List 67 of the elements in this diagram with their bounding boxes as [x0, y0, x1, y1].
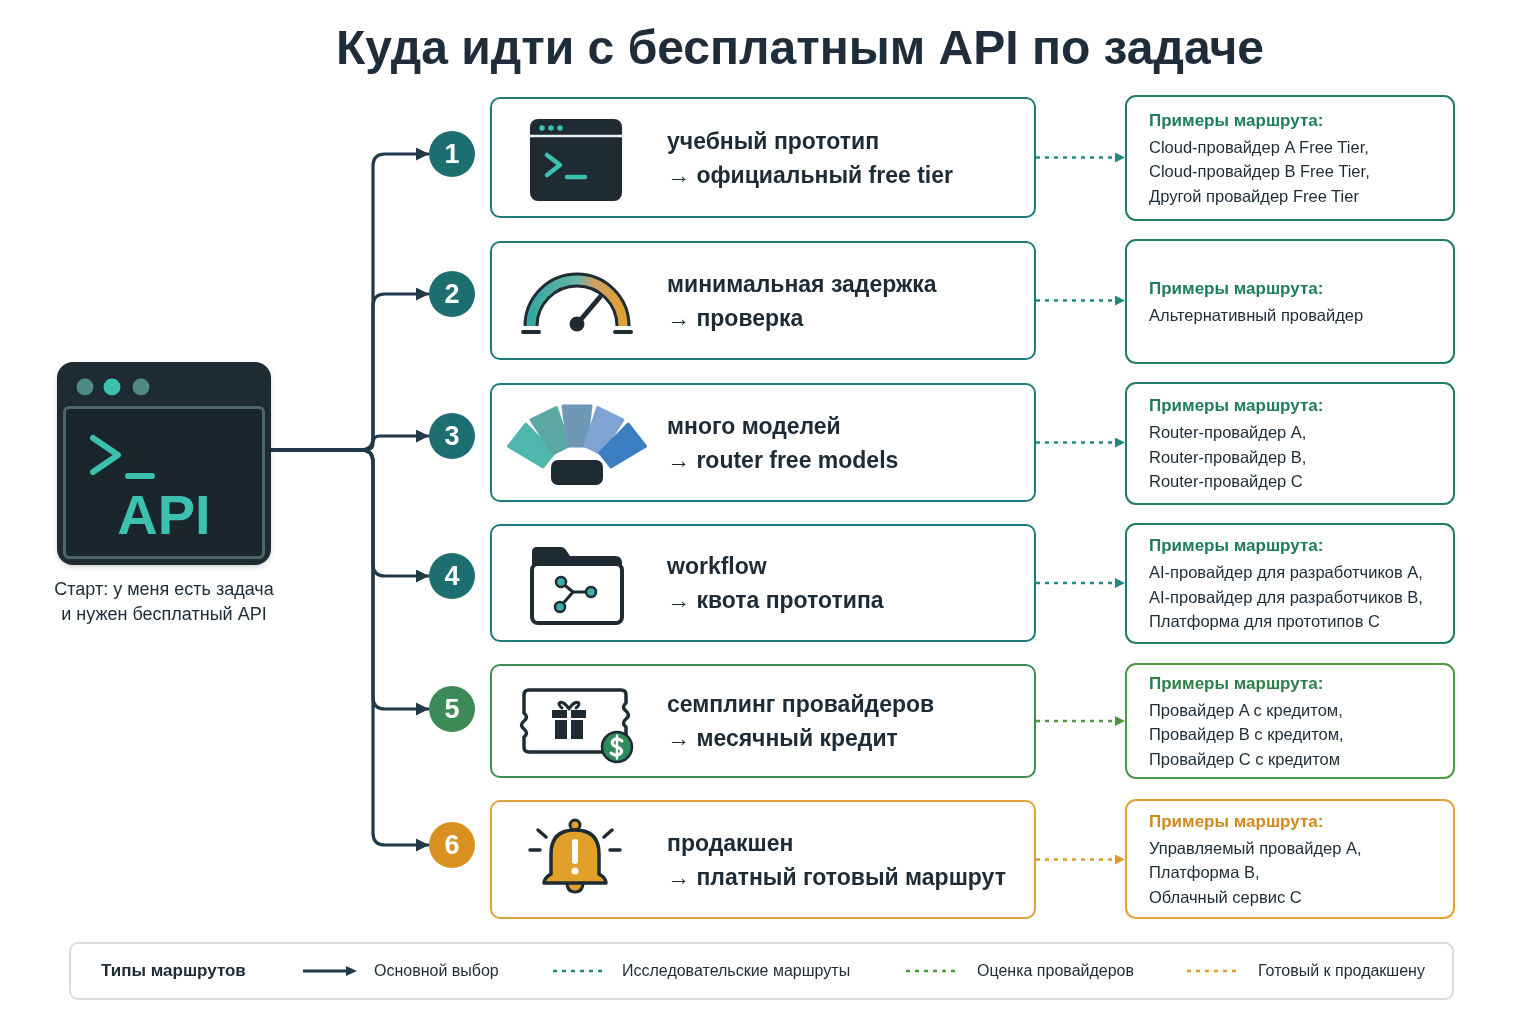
route-card — [490, 664, 1036, 778]
dashed-arrow — [1036, 578, 1125, 588]
step-number: 1 — [429, 131, 475, 177]
route-result: → квота прототипа — [667, 586, 884, 615]
examples-card — [1125, 663, 1455, 779]
route-task: workflow — [667, 552, 767, 581]
step-number: 6 — [429, 822, 475, 868]
route-task: учебный прототип — [667, 126, 880, 156]
route-task: много моделей — [667, 411, 841, 441]
example-item: Облачный сервис C — [1149, 886, 1302, 908]
route-card — [490, 524, 1036, 642]
legend-label: Готовый к продакшену — [1258, 962, 1425, 980]
legend-label: Оценка провайдеров — [977, 962, 1134, 980]
example-item: Альтернативный провайдер — [1149, 304, 1364, 326]
examples-heading: Примеры маршрута: — [1149, 109, 1324, 132]
api-label: API — [117, 485, 211, 545]
examples-heading: Примеры маршрута: — [1149, 277, 1324, 300]
dashed-arrow — [1036, 152, 1125, 163]
legend-label: Исследовательские маршруты — [622, 962, 851, 980]
route-result: → router free models — [667, 445, 899, 475]
examples-card — [1125, 95, 1455, 221]
example-item: Router-провайдер C — [1149, 471, 1303, 493]
example-item: AI-провайдер для разработчиков A, — [1149, 562, 1423, 584]
dashed-arrow — [1036, 295, 1125, 306]
route-card — [490, 383, 1036, 502]
example-item: Router-провайдер B, — [1149, 446, 1307, 468]
examples-heading: Примеры маршрута: — [1149, 810, 1324, 833]
step-number: 5 — [429, 686, 475, 732]
examples-heading: Примеры маршрута: — [1149, 535, 1324, 558]
dashed-arrow — [1036, 437, 1125, 448]
dashed-arrow — [1036, 716, 1125, 726]
route-card — [490, 800, 1036, 919]
route-result: → официальный free tier — [667, 160, 953, 190]
example-item: Cloud-провайдер A Free Tier, — [1149, 136, 1369, 158]
legend-label: Основной выбор — [374, 962, 499, 980]
diagram-title: Куда идти с бесплатным API по задаче — [335, 20, 1265, 76]
route-task: семплинг провайдеров — [667, 690, 935, 719]
step-number: 2 — [429, 271, 475, 317]
step-number: 4 — [429, 553, 475, 599]
route-card — [490, 241, 1036, 360]
examples-heading: Примеры маршрута: — [1149, 395, 1324, 418]
legend-title: Типы маршрутов — [101, 961, 246, 981]
route-task: минимальная задержка — [667, 269, 937, 299]
examples-card — [1125, 382, 1455, 505]
dashed-arrow — [1036, 854, 1125, 865]
example-item: Провайдер A с кредитом, — [1149, 699, 1343, 721]
example-item: Cloud-провайдер B Free Tier, — [1149, 161, 1370, 183]
route-result: → платный готовый маршрут — [667, 862, 1006, 892]
route-card — [490, 97, 1036, 218]
examples-heading: Примеры маршрута: — [1149, 672, 1324, 695]
example-item: AI-провайдер для разработчиков B, — [1149, 586, 1423, 608]
example-item: Провайдер B с кредитом, — [1149, 724, 1344, 746]
examples-card — [1125, 523, 1455, 644]
route-task: продакшен — [667, 828, 794, 858]
examples-card — [1125, 799, 1455, 919]
start-caption: Старт: у меня есть задача и нужен бесплатный API — [53, 578, 275, 626]
example-item: Router-провайдер A, — [1149, 422, 1307, 444]
example-item: Другой провайдер Free Tier — [1149, 185, 1359, 207]
terminal-window — [57, 362, 271, 565]
example-item: Платформа для прототипов C — [1149, 611, 1380, 633]
examples-card — [1125, 239, 1455, 364]
step-number: 3 — [429, 413, 475, 459]
route-result: → месячный кредит — [667, 724, 898, 753]
example-item: Платформа B, — [1149, 862, 1260, 884]
example-item: Провайдер C с кредитом — [1149, 748, 1341, 770]
route-result: → проверка — [667, 303, 804, 333]
example-item: Управляемый провайдер A, — [1149, 837, 1362, 859]
